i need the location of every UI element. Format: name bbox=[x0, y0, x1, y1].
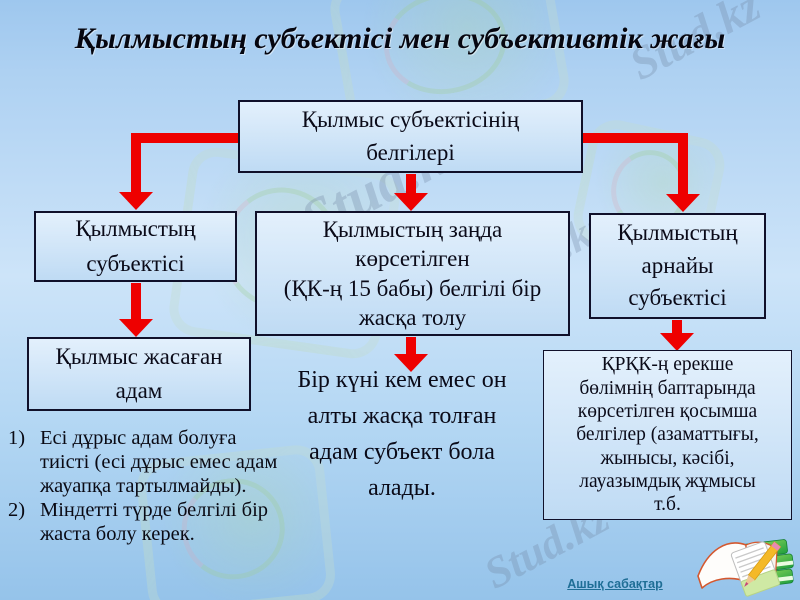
arrowhead-to-right-box bbox=[666, 194, 700, 212]
connector-top-to-left-hbar bbox=[133, 133, 238, 143]
connector-right-to-lowerright-vbar bbox=[672, 320, 682, 333]
arrowhead-to-lowerright-box bbox=[660, 333, 694, 351]
connector-top-to-middle-vbar bbox=[406, 174, 416, 193]
requirements-list: 1) Есі дұрыс адам болуға тиісті (есі дұр… bbox=[8, 427, 288, 547]
connector-middle-to-note-vbar bbox=[406, 337, 416, 354]
connector-top-to-right-hbar bbox=[583, 133, 688, 143]
list-item-text: Есі дұрыс адам болуға тиісті (есі дұрыс … bbox=[40, 427, 278, 497]
connector-top-to-right-vbar bbox=[678, 133, 688, 194]
connector-left-to-lowerleft-vbar bbox=[131, 283, 141, 319]
list-item-text: Міндетті түрде белгілі бір жаста болу ке… bbox=[40, 498, 269, 545]
books-icon bbox=[697, 539, 794, 597]
slide-title: Қылмыстың субъектісі мен субъективтік жа… bbox=[74, 22, 726, 55]
arrowhead-to-middle-box bbox=[394, 193, 428, 211]
connector-top-to-left-vbar bbox=[131, 133, 141, 192]
box-additional-features: ҚРҚК-ң ерекше бөлімнің баптарында көрсет… bbox=[543, 350, 792, 520]
box-legal-age-requirement: Қылмыстың заңда көрсетілген (ҚК-ң 15 баб… bbox=[255, 211, 570, 336]
box-special-subject: Қылмыстың арнайы субъектісі bbox=[589, 213, 766, 319]
box-crime-subject: Қылмыстың субъектісі bbox=[34, 211, 237, 282]
box-crime-subject-features: Қылмыс субъектісінің белгілері bbox=[238, 100, 583, 173]
arrowhead-to-middle-note bbox=[394, 354, 428, 372]
list-item-number: 2) bbox=[8, 498, 26, 521]
list-item: 2) Міндетті түрде белгілі бір жаста болу… bbox=[8, 499, 288, 547]
age-sixteen-note: Бір күні кем емес он алты жасқа толған а… bbox=[297, 367, 507, 501]
list-item-number: 1) bbox=[8, 427, 26, 449]
list-item: 1) Есі дұрыс адам болуға тиісті (есі дұр… bbox=[8, 427, 288, 499]
arrowhead-to-lowerleft-box bbox=[119, 319, 153, 337]
box-person-who-committed: Қылмыс жасаған адам bbox=[27, 337, 251, 411]
arrowhead-to-left-box bbox=[119, 192, 153, 210]
ashyk-sabaktar-link[interactable]: Ашық сабақтар bbox=[567, 577, 663, 591]
